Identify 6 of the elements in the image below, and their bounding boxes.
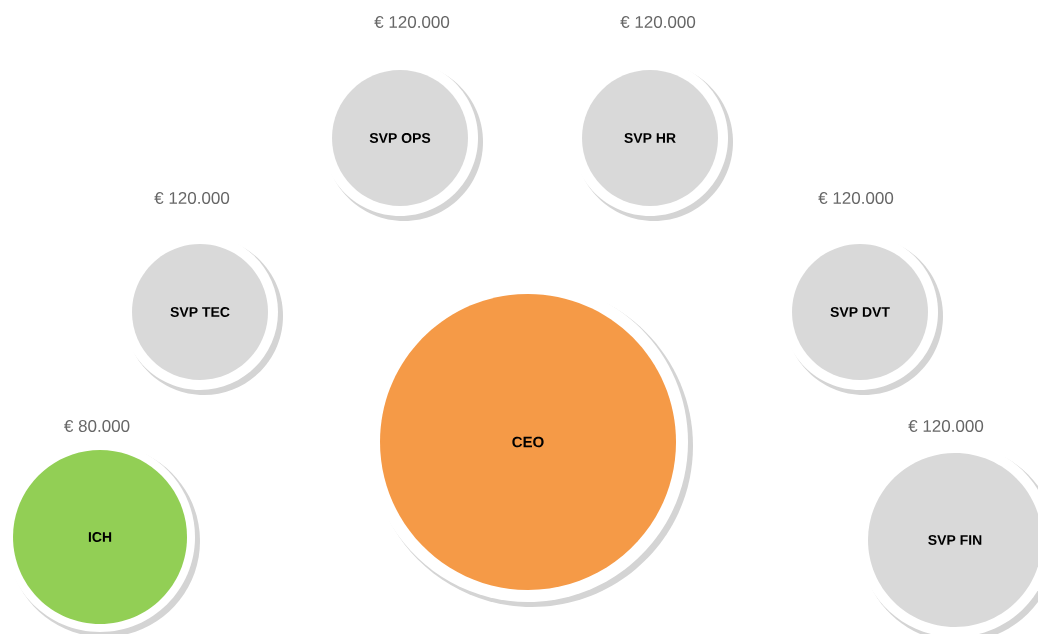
amount-label: € 120.000 [154,192,230,204]
amount-label: € 80.000 [64,419,130,432]
amount-label: € 120.000 [908,419,984,432]
amount-label: € 120.000 [374,16,450,28]
amount-label: € 120.000 [818,192,894,204]
amount-label: € 120.000 [620,16,696,28]
